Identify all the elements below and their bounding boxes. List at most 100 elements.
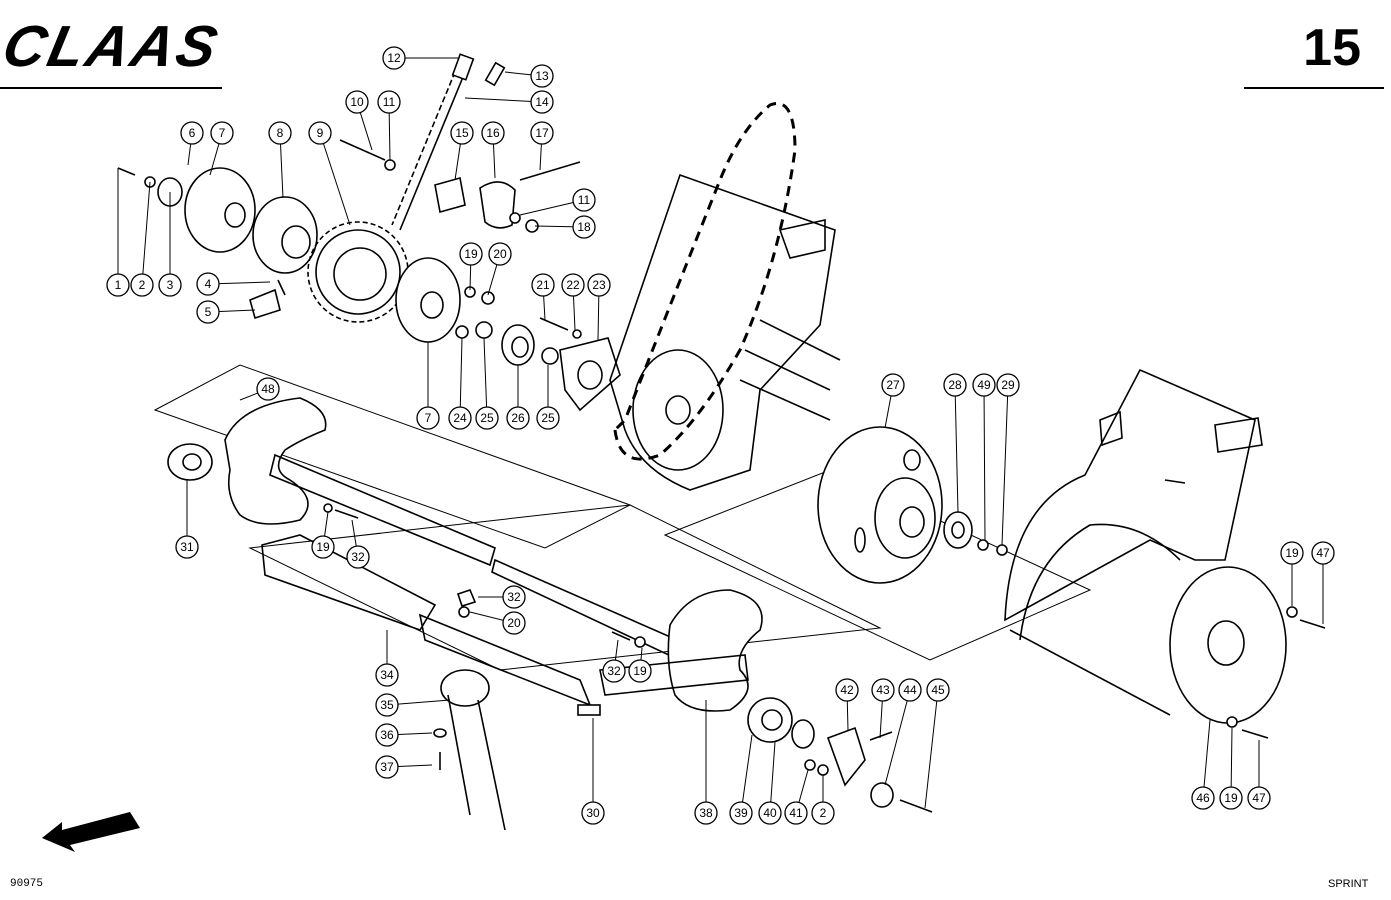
callout-leader-line [464,97,543,103]
callout-circle [106,273,130,297]
callout-circle [972,373,996,397]
callout-number: 40 [763,806,777,820]
callout-number: 5 [205,305,212,319]
part-callout: 6 [180,121,204,166]
callout-number: 30 [586,806,600,820]
reference-plane-lower [248,504,882,671]
part-callout: 9 [308,121,351,226]
part-callout: 34 [375,630,399,687]
callout-circle [835,678,859,702]
reference-plane-right [663,469,1092,661]
callout-number: 11 [578,193,591,207]
callout-number: 46 [1196,791,1210,805]
callout-circle [130,273,154,297]
part-callout: 4 [196,272,271,296]
header-rule-left [0,87,222,89]
callout-number: 19 [464,247,478,261]
callout-circle [996,373,1020,397]
part-callout: 26 [506,365,530,430]
page-number: 15 [1303,19,1361,77]
callout-circle [602,659,626,683]
part-callout: 1 [106,168,130,297]
clutch-housing [817,426,1008,584]
callout-number: 29 [1001,378,1015,392]
callout-circle [943,373,967,397]
callout-circle [561,273,585,297]
callout-number: 19 [1285,546,1299,560]
callout-number: 12 [387,51,401,65]
part-callout: 47 [1311,541,1335,624]
callout-number: 1 [115,278,122,292]
callout-circle [448,406,472,430]
part-callout: 7 [416,342,440,430]
model-name: SPRINT [1328,878,1369,890]
callout-leader-line [459,337,463,419]
callout-number: 48 [261,382,275,396]
callout-circle [536,406,560,430]
callout-circle [502,611,526,635]
callout-circle [530,90,554,114]
callout-number: 32 [607,664,621,678]
lower-bearing-parts [747,697,933,813]
callout-circle [871,678,895,702]
part-callout: 7 [209,121,234,176]
callout-circle [375,663,399,687]
rotor-shaft [167,397,763,712]
part-callout: 25 [475,337,499,430]
callout-circle [481,121,505,145]
part-callout: 31 [175,480,199,559]
callout-number: 11 [383,95,396,109]
callout-number: 10 [350,95,364,109]
callout-circle [530,121,554,145]
part-callout: 19 [1280,541,1304,606]
callout-leader-line [924,689,939,809]
part-callout: 29 [996,373,1020,546]
callout-circle [377,90,401,114]
callout-number: 45 [931,683,945,697]
part-callout: 11 [519,188,596,216]
callout-number: 13 [535,69,549,83]
callout-circle [475,406,499,430]
callout-circle [1247,786,1271,810]
callout-circle [531,273,555,297]
callout-circle [1280,541,1304,565]
part-callout: 44 [884,678,922,786]
callout-leader-line [141,181,151,286]
callout-number: 37 [380,760,394,774]
callout-circle [375,755,399,779]
callout-circle [345,90,369,114]
callout-circle [881,373,905,397]
callout-circle [502,585,526,609]
callout-number: 31 [180,540,194,554]
part-callout: 38 [694,700,718,825]
part-callout: 2 [130,181,154,297]
callout-number: 17 [535,126,549,140]
part-callout: 37 [375,755,433,779]
callout-number: 22 [566,278,580,292]
part-callout: 36 [375,723,433,747]
part-callout: 11 [377,90,401,161]
part-callout: 16 [481,121,505,179]
callout-number: 2 [820,806,827,820]
callout-circle [488,242,512,266]
part-callout: 20 [469,611,526,635]
callout-number: 38 [699,806,713,820]
part-callout: 43 [871,678,895,739]
callout-number: 6 [189,126,196,140]
callout-circle [572,188,596,212]
callout-circle [694,801,718,825]
part-callout: 12 [382,46,458,70]
callout-number: 25 [541,411,555,425]
bearing-parts [395,257,621,412]
part-callout: 24 [448,337,472,430]
callout-number: 39 [734,806,748,820]
callout-circle [268,121,292,145]
part-callout: 17 [530,121,554,171]
callout-number: 43 [876,683,890,697]
callout-leader-line [1001,384,1009,546]
callout-circle [196,300,220,324]
callout-leader-line [483,337,488,419]
callout-circle [256,377,280,401]
callout-leader-line [983,384,986,541]
